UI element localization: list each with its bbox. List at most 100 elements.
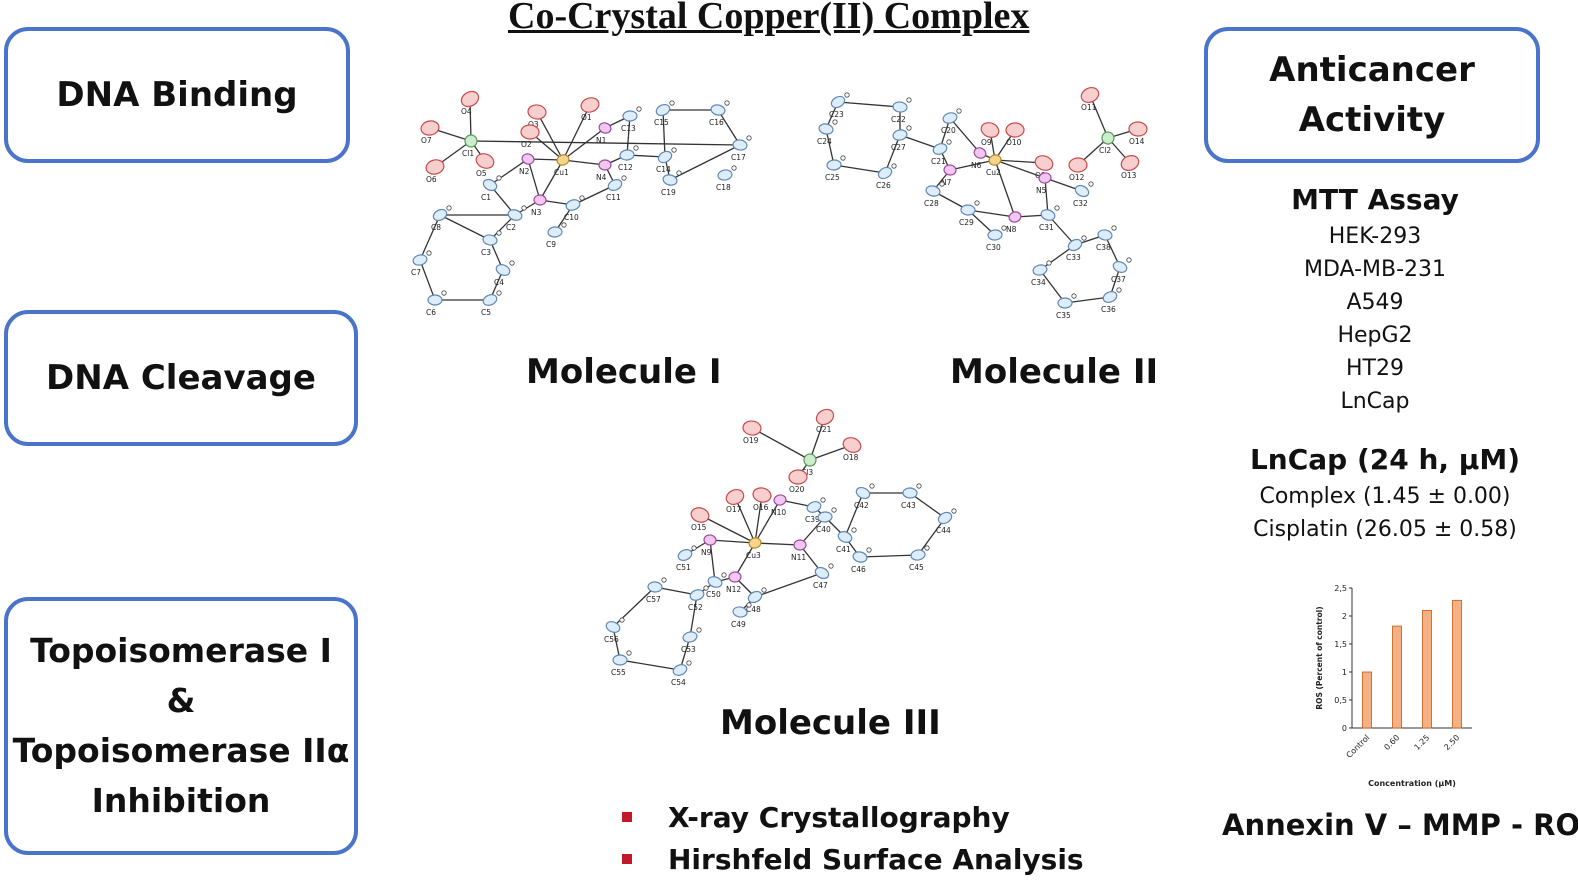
atom-label: C19 [661, 188, 676, 197]
atom-ellipsoid [607, 179, 623, 191]
bond-line [717, 109, 741, 146]
bond-line [470, 140, 741, 146]
y-tick-label: 2,5 [1334, 584, 1347, 593]
bond-line [539, 159, 564, 201]
molecule-1-label: Molecule I [526, 352, 722, 392]
atom-label: O15 [691, 523, 707, 532]
atom-label: C2 [506, 223, 516, 232]
atom-label: C40 [816, 525, 831, 534]
atom-label: C39 [805, 515, 820, 524]
atom-label: C23 [829, 110, 844, 119]
hydrogen-atom [946, 139, 952, 145]
atom-ellipsoid [803, 453, 817, 467]
molecule-3-label: Molecule III [720, 703, 941, 743]
mtt-assay-section: MTT Assay HEK-293 MDA-MB-231 A549 HepG2 … [1230, 180, 1520, 418]
atom-label: O12 [1069, 173, 1085, 182]
atom-label: C57 [646, 595, 661, 604]
atom-label: N8 [1006, 225, 1017, 234]
atom-label: C49 [731, 620, 746, 629]
atom-label: C34 [1031, 278, 1046, 287]
atom-label: C43 [901, 501, 916, 510]
bond-line [1089, 94, 1109, 139]
hydrogen-atom [509, 260, 515, 266]
atom-ellipsoid [826, 159, 842, 171]
y-axis-label: ROS (Percent of control) [1315, 606, 1324, 709]
atom-ellipsoid [942, 112, 958, 124]
atom-label: O11 [1081, 103, 1097, 112]
bond-line [949, 117, 981, 154]
atom-ellipsoid [837, 531, 853, 543]
list-item: Hirshfeld Surface Analysis [622, 838, 1084, 880]
atom-label: N5 [1036, 186, 1047, 195]
hydrogen-atom [496, 230, 502, 236]
atom-ellipsoid [773, 494, 787, 506]
atom-ellipsoid [412, 254, 428, 266]
bond-line [844, 492, 864, 538]
atom-ellipsoid [732, 139, 748, 151]
bond-line [562, 159, 606, 166]
bond-line [994, 159, 1046, 179]
hydrogen-atom [1126, 257, 1132, 263]
atom-ellipsoid [464, 134, 478, 148]
bond-line [837, 101, 901, 108]
atom-label: C26 [876, 181, 891, 190]
atom-ellipsoid [788, 469, 808, 485]
atom-ellipsoid [598, 159, 612, 171]
hydrogen-atom [426, 250, 432, 256]
hydrogen-atom [840, 155, 846, 161]
atom-label: O18 [843, 453, 859, 462]
atom-label: C22 [891, 115, 906, 124]
atom-label: C6 [426, 308, 436, 317]
hydrogen-atom [626, 650, 632, 656]
atom-ellipsoid [703, 534, 717, 546]
atom-label: O20 [789, 485, 805, 494]
atom-label: C56 [604, 635, 619, 644]
atom-label: C41 [836, 545, 851, 554]
technique-label: Hirshfeld Surface Analysis [668, 842, 1084, 876]
atom-ellipsoid [672, 664, 688, 676]
atom-label: O14 [1129, 137, 1145, 146]
hydrogen-atom [844, 92, 850, 98]
bond-line [419, 214, 441, 261]
bond-line [1039, 269, 1066, 304]
atom-label: C54 [671, 678, 686, 687]
bond-line [662, 109, 666, 158]
atom-ellipsoid [732, 606, 748, 618]
atom-label: C11 [606, 193, 621, 202]
assays-footer: Annexin V – MMP - ROS [1222, 808, 1578, 842]
hydrogen-atom [496, 175, 502, 181]
hydrogen-atom [869, 483, 875, 489]
atom-label: C42 [854, 501, 869, 510]
bond-line [527, 158, 541, 201]
atom-ellipsoid [842, 437, 862, 453]
bond-line [994, 159, 1016, 218]
atom-label: O21 [816, 425, 832, 434]
y-tick-label: 0,5 [1334, 696, 1347, 705]
atom-ellipsoid [855, 486, 871, 500]
bond-line [626, 115, 631, 156]
bond-line [734, 496, 756, 544]
atom-label: N9 [701, 548, 712, 557]
atom-label: C18 [716, 183, 731, 192]
bond-line [1064, 296, 1111, 304]
y-tick-label: 1,5 [1334, 640, 1347, 649]
x-tick-label: 1.25 [1412, 733, 1431, 752]
atom-ellipsoid [622, 110, 638, 122]
atom-label: C9 [546, 240, 556, 249]
mtt-heading: MTT Assay [1291, 183, 1459, 216]
atom-ellipsoid [818, 123, 834, 135]
atom-label: C25 [825, 173, 840, 182]
hydrogen-atom [956, 108, 962, 114]
hydrogen-atom [746, 135, 752, 141]
atom-ellipsoid [1068, 157, 1088, 173]
cell-line: A549 [1346, 290, 1404, 315]
bond-line [709, 539, 716, 583]
atom-label: Cl3 [801, 468, 813, 477]
atom-ellipsoid [742, 420, 762, 436]
bond-line [612, 586, 656, 628]
atom-label: N6 [971, 161, 982, 170]
hydrogen-atom [686, 660, 692, 666]
atom-label: C16 [709, 118, 724, 127]
